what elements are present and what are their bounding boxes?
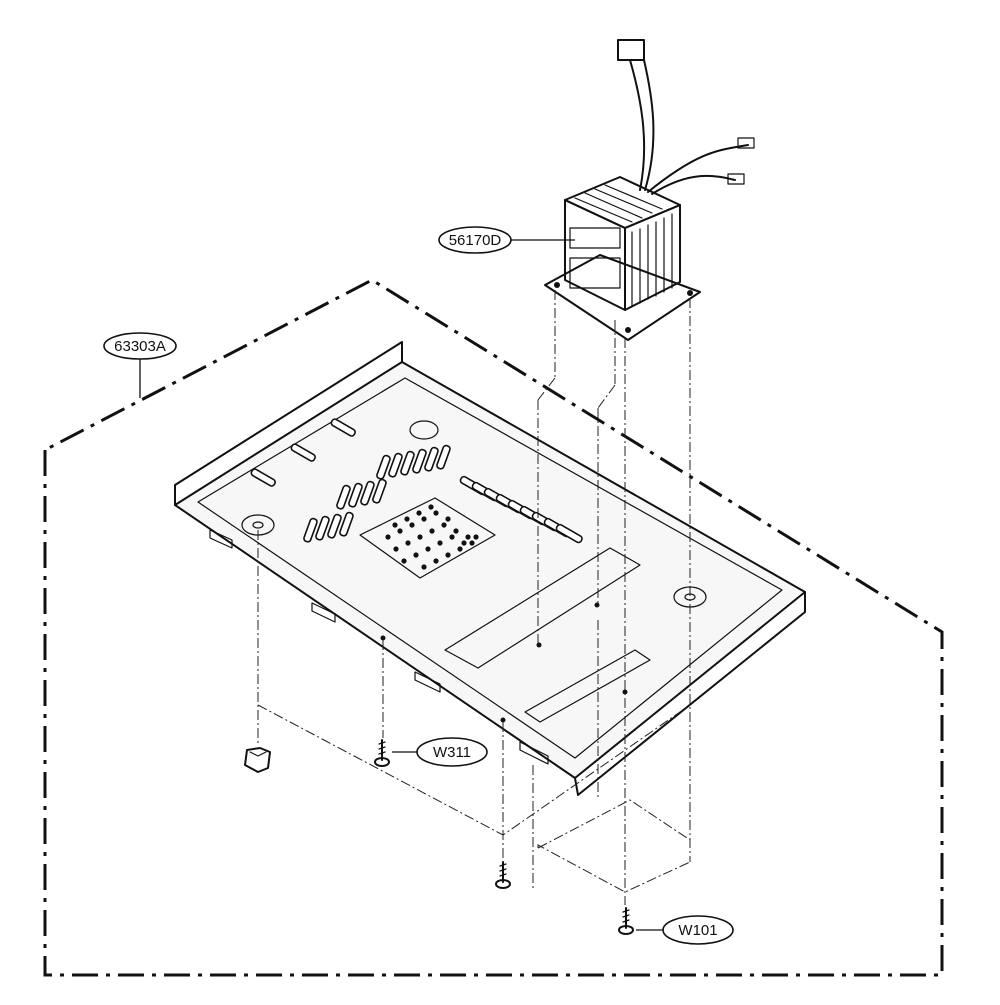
foot-fastener	[244, 747, 271, 773]
transformer	[544, 39, 755, 341]
screw-w311-part	[374, 739, 390, 767]
callout-63303A-text: 63303A	[114, 338, 166, 355]
callout-W101-text: W101	[678, 922, 717, 939]
perforated-grille	[359, 497, 496, 579]
screw-center-part	[495, 861, 511, 889]
callout-W311: W311	[392, 737, 488, 767]
assembly-guide-lines	[257, 290, 691, 905]
callout-56170D: 56170D	[438, 226, 575, 254]
vent-slots	[250, 418, 583, 544]
screw-w101-part	[618, 907, 634, 935]
assembly-boundary-outline	[43, 278, 944, 977]
callout-W311-text: W311	[433, 744, 471, 761]
base-plate	[174, 341, 806, 796]
callout-63303A: 63303A	[103, 332, 177, 398]
callout-W101: W101	[636, 915, 734, 945]
callout-56170D-text: 56170D	[449, 232, 502, 249]
